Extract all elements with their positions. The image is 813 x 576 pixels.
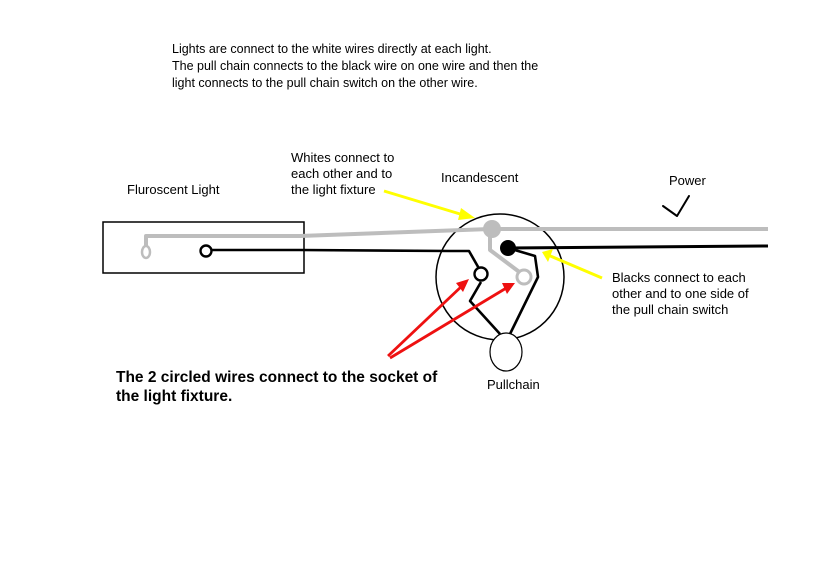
pullchain-oval: [489, 332, 523, 372]
power-arrow: [662, 195, 690, 217]
yellow-arrowhead-blacks: [542, 249, 553, 262]
red-arrowhead-white-terminal: [502, 283, 515, 294]
power-label: Power: [669, 173, 706, 188]
fluorescent-white-terminal: [140, 244, 152, 260]
socket-black-terminal: [473, 266, 489, 282]
red-arrow-white-terminal: [389, 285, 509, 360]
yellow-arrow-whites: [383, 189, 471, 219]
black-wire-splice: [500, 240, 516, 256]
blacks-connect-note: Blacks connect to each other and to one …: [612, 270, 749, 317]
circled-wires-note: The 2 circled wires connect to the socke…: [116, 369, 438, 405]
red-arrowhead-black-terminal: [456, 279, 469, 292]
yellow-arrowhead-whites: [458, 208, 475, 220]
pullchain-label: Pullchain: [487, 377, 540, 392]
fluorescent-light-label: Fluroscent Light: [127, 182, 220, 197]
black-wire-to-pullchain: [507, 246, 540, 335]
black-wire-power: [507, 244, 769, 250]
socket-white-terminal: [515, 268, 533, 286]
intro-text: Lights are connect to the white wires di…: [172, 42, 539, 90]
white-wire-fluorescent: [144, 227, 491, 252]
pullchain-switch-lead: [468, 281, 501, 335]
yellow-arrow-blacks: [547, 253, 603, 280]
white-wire-splice: [483, 220, 501, 238]
red-arrow-black-terminal: [387, 283, 464, 358]
whites-connect-note: Whites connect to each other and to the …: [291, 150, 395, 197]
incandescent-label: Incandescent: [441, 170, 519, 185]
black-wire-fluorescent: [212, 248, 483, 273]
fluorescent-black-terminal: [199, 244, 213, 258]
